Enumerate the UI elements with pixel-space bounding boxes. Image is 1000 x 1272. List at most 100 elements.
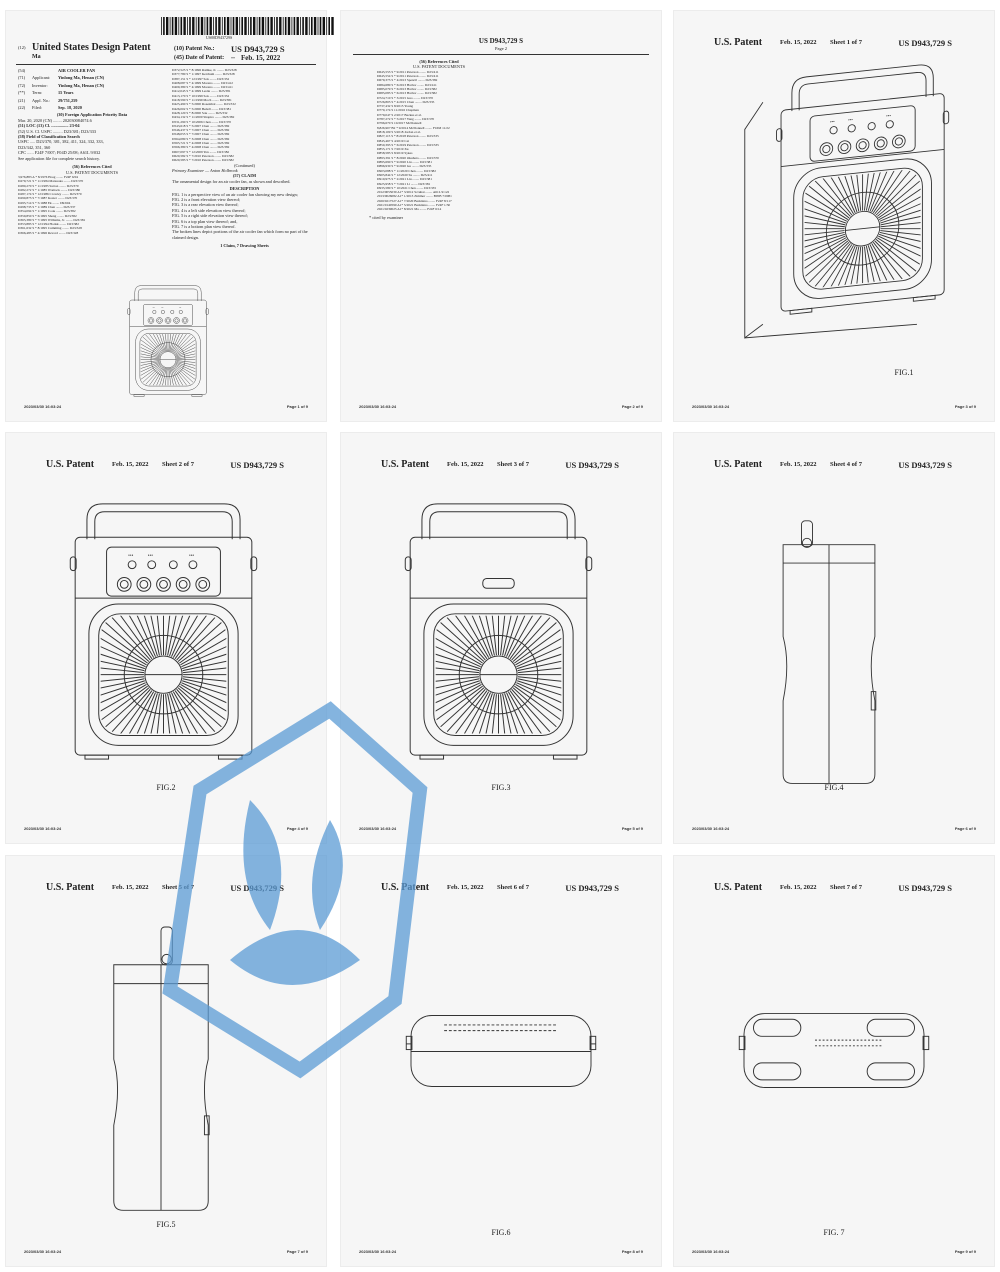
- front-figure-thumbnail: •••••••••: [127, 285, 209, 397]
- grill-blade: [172, 334, 191, 353]
- grill-blade: [853, 246, 862, 290]
- grill-blade: [100, 676, 145, 685]
- reference-row: D818,109 S 5/2018 Jordan et al.: [377, 129, 421, 134]
- grill-blade: [845, 168, 860, 212]
- page-number: Page 6 of 9: [954, 826, 976, 831]
- foreign-line: Mar. 20, 2020 (CN) ........ 202030084074…: [18, 117, 92, 123]
- barcode-bar: [244, 17, 247, 35]
- grill-blade: [181, 682, 227, 712]
- description-line: FIG. 5 is a right side elevation view th…: [172, 213, 249, 219]
- field-code: (72): [18, 82, 26, 88]
- grill-blade: [152, 334, 165, 352]
- reference-row: D361,632 S * 8/1995 Cumming ........ D23…: [18, 226, 82, 231]
- date-label: (45) Date of Patent:: [174, 55, 225, 61]
- barcode-bar: [226, 17, 230, 35]
- reference-row: D925,958 S * 7/2021 Li ........ D23/381: [377, 181, 431, 186]
- reference-row: 8,826,907 B2 * 9/2014 McDonnell ........…: [377, 125, 450, 130]
- handle: [421, 503, 576, 540]
- grill-blade: [504, 615, 527, 657]
- grill-blade: [500, 615, 509, 656]
- grill-blade: [100, 682, 146, 712]
- label-plate: [482, 577, 515, 589]
- header-patent-number: US D943,729 S: [565, 460, 619, 470]
- grill-blade: [176, 361, 196, 368]
- button: [885, 120, 894, 129]
- grill-blade: [509, 615, 551, 660]
- barcode-bar: [291, 17, 293, 35]
- control-panel: [809, 105, 916, 162]
- description-line: FIG. 2 is a front elevation view thereof…: [172, 196, 241, 202]
- left-column: (54)AIR COOLER FAN(71)Applicant:Yinlong …: [18, 68, 166, 235]
- reference-row: D905,844 S * 12/2020 Su ........ D23/411: [377, 172, 433, 177]
- grill-blade: [170, 367, 181, 386]
- reference-row: D850,393 S * 6/2019 Peterson ........ D2…: [377, 142, 439, 147]
- knob: [837, 140, 852, 155]
- grill-blade: [509, 690, 551, 734]
- field-label: [32, 68, 58, 73]
- button: [867, 122, 876, 131]
- knob: [175, 577, 191, 592]
- reference-row: D434,132 S * 11/2000 Shapiro ........ D2…: [172, 115, 235, 120]
- header-date: Feb. 15, 2022: [780, 39, 817, 46]
- barcode-bar: [239, 17, 241, 35]
- reference-row: D910,975 S * 2/2021 Liu ........ D23/381: [377, 177, 432, 182]
- barcode-bar: [195, 17, 197, 35]
- barcode-bar: [293, 17, 296, 35]
- grill-blade: [174, 334, 196, 355]
- reference-row: D409,380 S * 4/1999 Moreno ........ D23/…: [172, 85, 233, 90]
- grill-blade: [100, 630, 147, 666]
- field-value: 29/751,259: [58, 97, 78, 103]
- reference-row: D737,432 S 8/2015 Young: [377, 104, 414, 109]
- button: [188, 560, 198, 570]
- reference-row: D282,272 S * 1/1985 Womack ........ D23/…: [18, 187, 81, 192]
- grill-blade: [169, 367, 177, 386]
- reference-row: D679,373 S * 4/2013 Spencil ........ D23…: [377, 78, 438, 83]
- grill-blade: [171, 692, 200, 734]
- field-label: Term:: [32, 90, 43, 96]
- grill-blade: [880, 219, 921, 228]
- grill-blade: [159, 334, 167, 352]
- barcode-bar: [178, 17, 180, 35]
- grill-blade: [173, 334, 194, 354]
- grill-blade: [804, 232, 845, 247]
- barcode-bar: [174, 17, 178, 35]
- grill-blade: [174, 336, 196, 355]
- grill-blade: [435, 615, 485, 662]
- grill-blade: [435, 676, 480, 685]
- description-line: FIG. 3 is a rear elevation view thereof;: [172, 202, 239, 208]
- reference-row: D827,115 S * 8/2018 Peterson ........ D2…: [377, 134, 439, 139]
- claims-sheets: 1 Claim, 7 Drawing Sheets: [220, 243, 269, 249]
- barcode-bar: [161, 17, 162, 35]
- reference-row: D280,270 S * 11/1985 Sutton ........ D23…: [18, 183, 79, 188]
- barcode-bar: [331, 17, 334, 35]
- page-number: Page 1 of 9: [286, 404, 308, 409]
- grill-blade: [504, 693, 527, 734]
- grill-blade: [171, 615, 200, 657]
- header-date: Feb. 15, 2022: [780, 461, 817, 468]
- grill-blade: [804, 233, 845, 255]
- barcode-bar: [183, 17, 186, 35]
- button: [178, 310, 183, 314]
- reference-row: D290,873 S * 7/1987 Koster ........ D23/…: [18, 196, 78, 201]
- grill-blade: [100, 655, 145, 672]
- button: [170, 310, 175, 314]
- grill-blade: [435, 680, 480, 703]
- barcode-bar: [265, 17, 267, 35]
- grill-blade: [867, 245, 889, 290]
- reference-row: D428,120 S * 8/2000 Sok ........ D23/332: [172, 110, 228, 115]
- reference-row: D684,680 S * 6/2013 Harbor ........ D23/…: [377, 82, 437, 87]
- search-line: USPC ..... D23/370, 381, 382, 411, 324, …: [18, 139, 104, 145]
- grill-blade: [140, 361, 160, 368]
- svg-text:•••: •••: [153, 308, 155, 310]
- sheet-number: Sheet 3 of 7: [497, 461, 529, 468]
- grill-blade: [435, 684, 482, 720]
- sheet-number: Sheet 2 of 7: [162, 461, 194, 468]
- right-column: D372,525 S * 8/1996 Rathke, Jr. ........…: [172, 68, 317, 249]
- refs-subheading: U.S. PATENT DOCUMENTS: [412, 64, 466, 70]
- search-line: See application file for complete search…: [18, 155, 100, 161]
- header-label: U.S. Patent: [381, 459, 430, 470]
